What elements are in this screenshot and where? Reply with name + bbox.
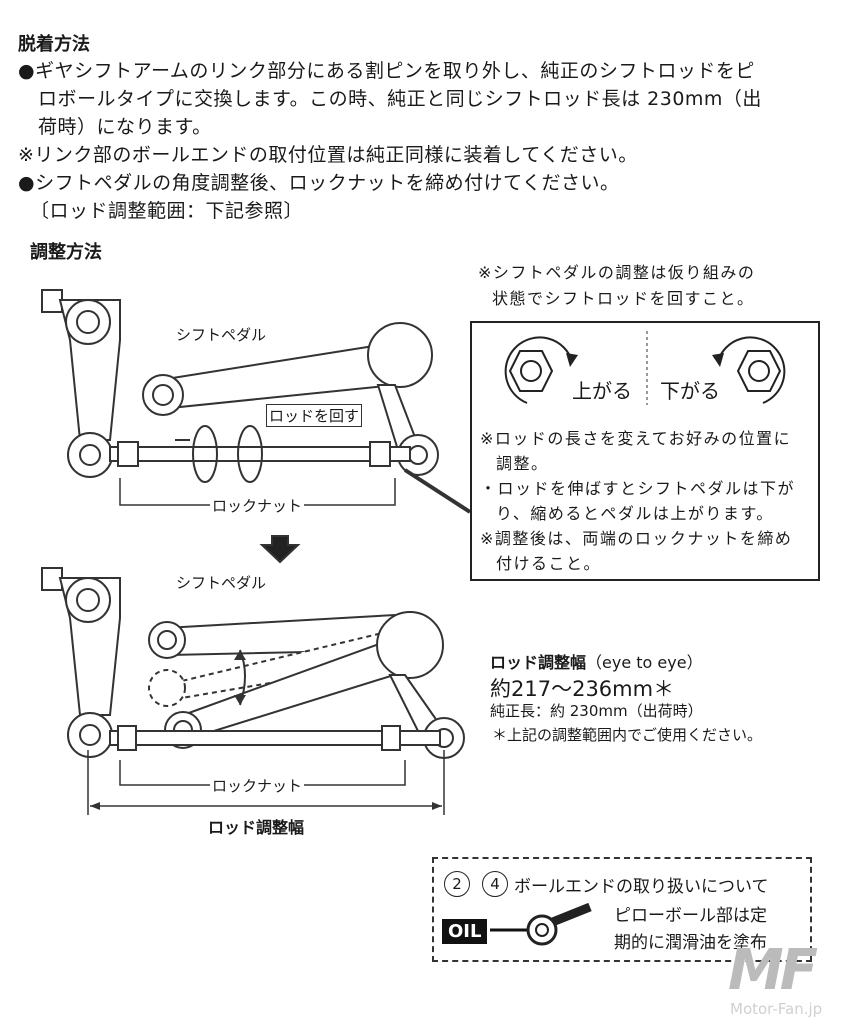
- shift-rod: [109, 446, 411, 462]
- pedal-label: シフトペダル: [174, 324, 269, 345]
- watermark-logo: MF: [728, 938, 818, 1003]
- rotate-rod-label: ロッドを回す: [266, 404, 363, 427]
- bolt-icon: [41, 289, 63, 313]
- step-number-badge: 2: [444, 871, 470, 897]
- spec-title: ロッド調整幅: [490, 653, 587, 672]
- section-title-removal: 脱着方法: [18, 34, 90, 55]
- spec-title-suffix: （eye to eye）: [586, 653, 703, 672]
- oil-icon: OIL: [442, 919, 488, 944]
- instruction-line: ロボールタイプに交換します。この時、純正と同じシフトロッド長は 230mm（出: [38, 88, 762, 110]
- up-label: 上がる: [572, 379, 632, 403]
- shift-pedal: [158, 343, 397, 410]
- step-number-badge: 4: [482, 871, 508, 897]
- rod-width-label: ロッド調整幅: [208, 818, 305, 837]
- top-note: 状態でシフトロッドを回すこと。: [492, 289, 755, 308]
- down-arrow-icon: [259, 535, 301, 564]
- nut-icon: [508, 350, 554, 392]
- spec-stock: 純正長：約 230mm（出荷時）: [490, 702, 703, 720]
- down-label: 下がる: [660, 379, 720, 403]
- counterclockwise-arrow-icon: [717, 336, 786, 404]
- box-note: り、縮めるとペダルは上がります。: [496, 504, 774, 523]
- ballend-note: ピローボール部は定: [614, 906, 767, 926]
- nut-icon: [736, 350, 782, 392]
- spec-title-row: ロッド調整幅（eye to eye）: [490, 649, 703, 673]
- locknut-label: ロックナット: [210, 775, 305, 796]
- adjustment-note-box: 上がる 下がる ※ロッドの長さを変えてお好みの位置に 調整。 ・ロッドを伸ばすと…: [470, 321, 820, 581]
- ball-end-icon: [490, 902, 592, 946]
- ballend-care-box: 2 4 ボールエンドの取り扱いについて OIL ピローボール部は定 期的に潤滑油…: [432, 857, 812, 962]
- top-note: ※シフトペダルの調整は仮り組みの: [478, 263, 756, 282]
- instruction-line: ※リンク部のボールエンドの取付位置は純正同様に装着してください。: [18, 144, 638, 166]
- box-note: ・ロッドを伸ばすとシフトペダルは下が: [480, 479, 796, 498]
- box-note: 付けること。: [496, 554, 602, 573]
- spec-note: ＊上記の調整範囲内でご使用ください。: [492, 726, 763, 744]
- box-note: ※調整後は、両端のロックナットを締め: [480, 529, 793, 548]
- box-note: 調整。: [496, 454, 549, 473]
- clockwise-arrow-icon: [504, 336, 573, 404]
- ballend-title: ボールエンドの取り扱いについて: [514, 877, 769, 897]
- instruction-line: ●シフトペダルの角度調整後、ロックナットを締め付けてください。: [18, 172, 620, 194]
- instruction-line: ●ギヤシフトアームのリンク部分にある割ピンを取り外し、純正のシフトロッドをピ: [18, 60, 755, 82]
- section-title-adjust: 調整方法: [30, 242, 102, 263]
- ballend-note: 期的に潤滑油を塗布: [614, 933, 767, 953]
- instruction-line: 〔ロッド調整範囲：下記参照〕: [30, 200, 304, 222]
- spec-range: 約217～236mm＊: [490, 677, 675, 701]
- box-note: ※ロッドの長さを変えてお好みの位置に: [480, 429, 792, 448]
- locknut-label: ロックナット: [210, 495, 305, 516]
- watermark-site: Motor-Fan.jp: [730, 1000, 823, 1018]
- instruction-line: 荷時）になります。: [38, 116, 212, 138]
- rotation-icons: [504, 331, 786, 405]
- pedal-label: シフトペダル: [174, 572, 269, 593]
- pedal-pivot: [367, 322, 433, 388]
